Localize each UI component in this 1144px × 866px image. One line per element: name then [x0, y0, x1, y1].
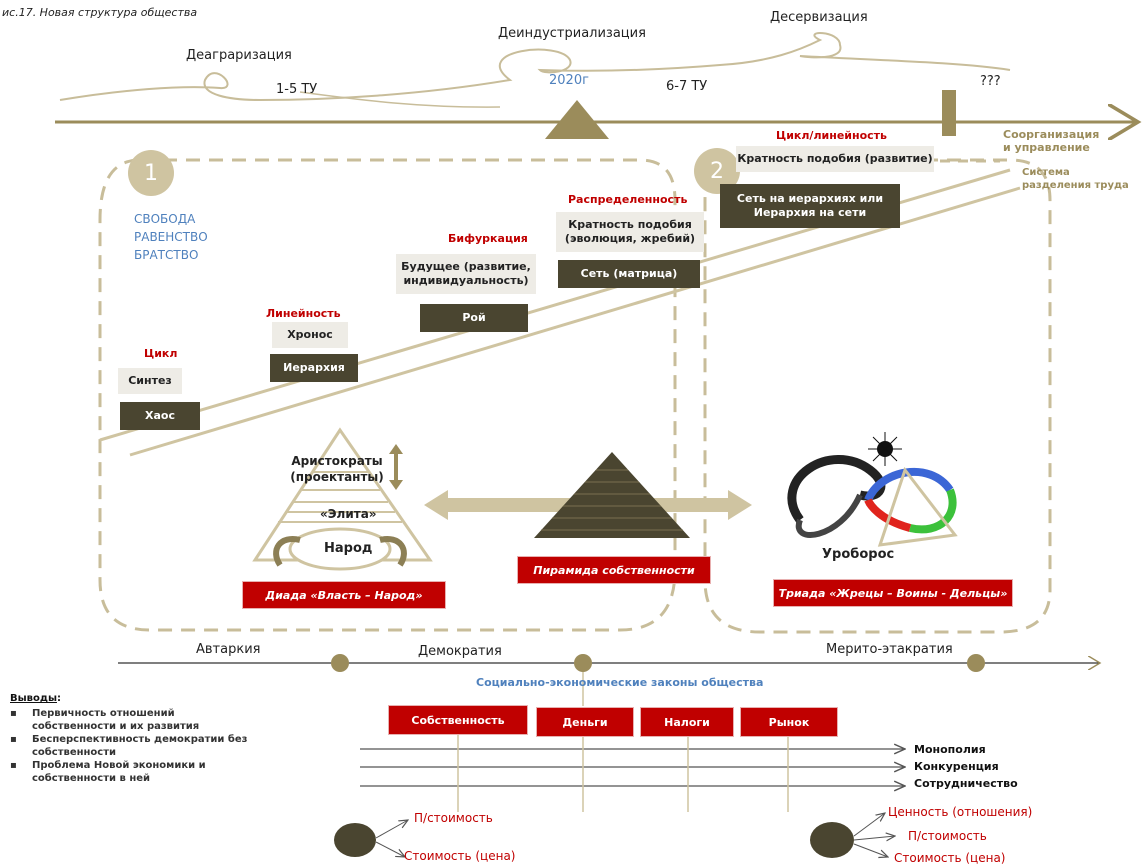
stair-box-network: Сеть (матрица)	[558, 260, 700, 288]
stair-box-chaos: Хаос	[120, 402, 200, 430]
conclusion-item-2: Бесперспективность демократии без собств…	[32, 734, 248, 758]
stair-label-distribution: Распределенность	[568, 193, 688, 206]
label-deservization: Десервизация	[770, 10, 868, 25]
value-node-right	[810, 822, 854, 858]
stair-box-synthesis: Синтез	[118, 368, 182, 394]
label-people: Народ	[324, 541, 373, 556]
stair-label-cycle: Цикл	[144, 347, 178, 360]
label-aristocrats: Аристократы (проектанты)	[290, 454, 384, 484]
law-box-taxes: Налоги	[640, 707, 734, 737]
label-tu-1-5: 1-5 ТУ	[276, 82, 318, 97]
conclusions-title: Выводы:	[10, 693, 61, 704]
label-socioeconomic-laws: Социально-экономические законы общества	[476, 676, 764, 689]
law-box-money: Деньги	[536, 707, 634, 737]
timeline-wave-low	[299, 91, 501, 108]
conclusion-item-3: Проблема Новой экономики и собственности…	[32, 760, 206, 784]
slogans: СВОБОДА РАВЕНСТВО БРАТСТВО	[134, 212, 208, 262]
caption-pyramid-property: Пирамида собственности	[517, 556, 711, 584]
outcomes-list: Монополия Конкуренция Сотрудничество	[914, 741, 1018, 792]
diagonal-lower	[129, 186, 1021, 457]
stair-box-multiplicity-evolution: Кратность подобия (эволюция, жребий)	[556, 212, 704, 252]
label-tu-6-7: 6-7 ТУ	[666, 79, 708, 94]
value-left-cost: Стоимость (цена)	[404, 849, 516, 863]
stair-label-linearity: Линейность	[266, 307, 341, 320]
stair-box-swarm: Рой	[420, 304, 528, 332]
outcome-competition: Конкуренция	[914, 760, 999, 773]
stair-box-multiplicity-development: Кратность подобия (развитие)	[736, 146, 934, 172]
pyramid-center	[534, 452, 690, 538]
value-right-cost: Стоимость (цена)	[894, 851, 1006, 865]
label-uroboros: Уроборос	[822, 547, 895, 562]
label-merito-etacracy: Мерито-этакратия	[826, 642, 953, 657]
caption-diad: Диада «Власть – Народ»	[242, 581, 446, 609]
law-box-property: Собственность	[388, 705, 528, 735]
stair-box-future: Будущее (развитие, индивидуальность)	[396, 254, 536, 294]
stair-label-bifurcation: Бифуркация	[448, 232, 528, 245]
stair-box-chronos: Хронос	[272, 322, 348, 348]
label-democracy: Демократия	[418, 644, 502, 659]
label-deindustrialization: Деиндустриализация	[498, 26, 646, 41]
stair-label-cycle-linearity: Цикл/линейность	[776, 129, 887, 142]
law-box-market: Рынок	[740, 707, 838, 737]
frame-1	[98, 158, 677, 632]
pyramid-left	[252, 427, 433, 571]
figure-caption: ис.17. Новая структура общества	[2, 6, 198, 19]
value-node-left	[334, 823, 376, 857]
timeline-wave	[59, 32, 1011, 102]
label-unknown: ???	[980, 74, 1001, 89]
value-left-surplus: П/стоимость	[414, 811, 493, 825]
uroboros-icon	[787, 432, 958, 547]
timeline-marker	[942, 90, 956, 136]
outcome-monopoly: Монополия	[914, 743, 986, 756]
value-right-worth: Ценность (отношения)	[888, 805, 1033, 819]
label-deagrarization: Деаграризация	[186, 48, 292, 63]
caption-triad: Триада «Жрецы – Воины - Дельцы»	[773, 579, 1013, 607]
label-autarky: Автаркия	[196, 642, 261, 657]
value-right-surplus: П/стоимость	[908, 829, 987, 843]
outcome-cooperation: Сотрудничество	[914, 777, 1018, 790]
label-elite: «Элита»	[320, 507, 377, 521]
conclusion-item-1: Первичность отношений собственности и их…	[32, 708, 200, 732]
conclusions-list: ▪Первичность отношений собственности и и…	[10, 707, 270, 785]
label-year-2020: 2020г	[549, 73, 589, 88]
stair-box-hierarchy: Иерархия	[270, 354, 358, 382]
timeline-triangle-2020	[545, 100, 609, 139]
stair-box-network-hierarchy: Сеть на иерархиях или Иерархия на сети	[720, 184, 900, 228]
updown-arrow-icon	[389, 444, 403, 490]
section-number-1: 1	[128, 150, 174, 196]
